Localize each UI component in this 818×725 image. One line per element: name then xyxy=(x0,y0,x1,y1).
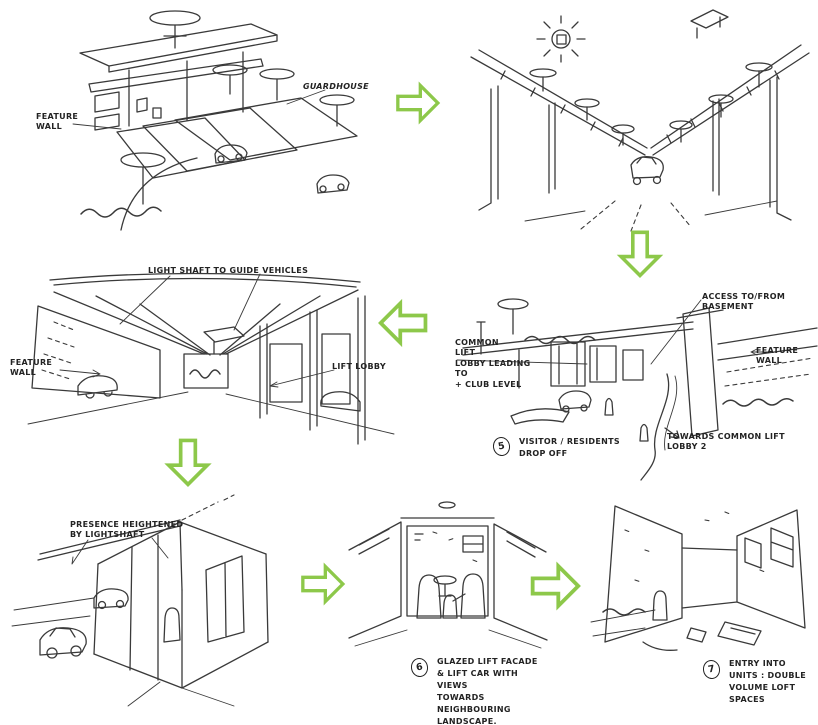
caption-drop-off: VISITOR / RESIDENTS DROP OFF xyxy=(519,437,620,458)
label-presence-lightshaft: PRESENCE HEIGHTENED BY LIGHTSHAFT xyxy=(70,520,184,540)
label-feature-wall: FEATURE WALL xyxy=(10,358,53,378)
flow-arrow-right-icon xyxy=(526,557,583,615)
sketch-lift-presence: PRESENCE HEIGHTENED BY LIGHTSHAFT xyxy=(10,492,325,707)
label-light-shaft: LIGHT SHAFT TO GUIDE VEHICLES xyxy=(148,266,309,275)
flow-arrow-right-icon xyxy=(297,555,347,613)
sketch-aerial-site: FEATURE WALL GUARDHOUSE xyxy=(25,8,370,233)
label-guardhouse: GUARDHOUSE xyxy=(303,82,369,91)
flow-arrow-left-icon xyxy=(376,293,432,353)
lift-presence-drawing xyxy=(11,494,269,707)
glazed-lift-drawing xyxy=(348,501,548,649)
label-feature-wall: FEATURE WALL xyxy=(36,112,79,132)
guardhouse-hut xyxy=(690,9,729,39)
label-access-basement: ACCESS TO/FROM BASEMENT xyxy=(702,292,786,312)
drop-off-drawing xyxy=(456,298,818,481)
sun-icon xyxy=(551,29,571,49)
flow-arrow-down-icon xyxy=(613,225,667,281)
flow-arrow-right-icon xyxy=(392,77,442,129)
caption-unit-entry: ENTRY INTO UNITS : DOUBLE VOLUME LOFT SP… xyxy=(729,659,806,704)
sketch-light-shaft: LIGHT SHAFT TO GUIDE VEHICLES FEATURE WA… xyxy=(8,262,398,462)
label-feature-wall: FEATURE WALL xyxy=(756,346,799,366)
light-shaft-drawing xyxy=(27,272,395,445)
unit-entry-drawing xyxy=(590,505,806,651)
sketch-unit-entry: 7 ENTRY INTO UNITS : DOUBLE VOLUME LOFT … xyxy=(585,490,815,725)
caption-glazed-lift: GLAZED LIFT FACADE & LIFT CAR WITH VIEWS… xyxy=(437,657,538,725)
sketch-glazed-lift: 6 GLAZED LIFT FACADE & LIFT CAR WITH VIE… xyxy=(345,488,550,725)
sketch-drop-off: ACCESS TO/FROM BASEMENT FEATURE WALL COM… xyxy=(455,282,818,482)
label-lift-lobby: LIFT LOBBY xyxy=(332,362,386,371)
flow-arrow-down-icon xyxy=(161,431,216,493)
label-common-lift-lobby: COMMON LIFT LOBBY LEADING TO + CLUB LEVE… xyxy=(455,338,531,389)
driveway-drawing xyxy=(470,9,810,232)
sketch-driveway-perspective xyxy=(465,5,815,233)
label-towards-lobby-2: TOWARDS COMMON LIFT LOBBY 2 xyxy=(667,432,785,452)
aerial-site-drawing xyxy=(72,10,358,231)
